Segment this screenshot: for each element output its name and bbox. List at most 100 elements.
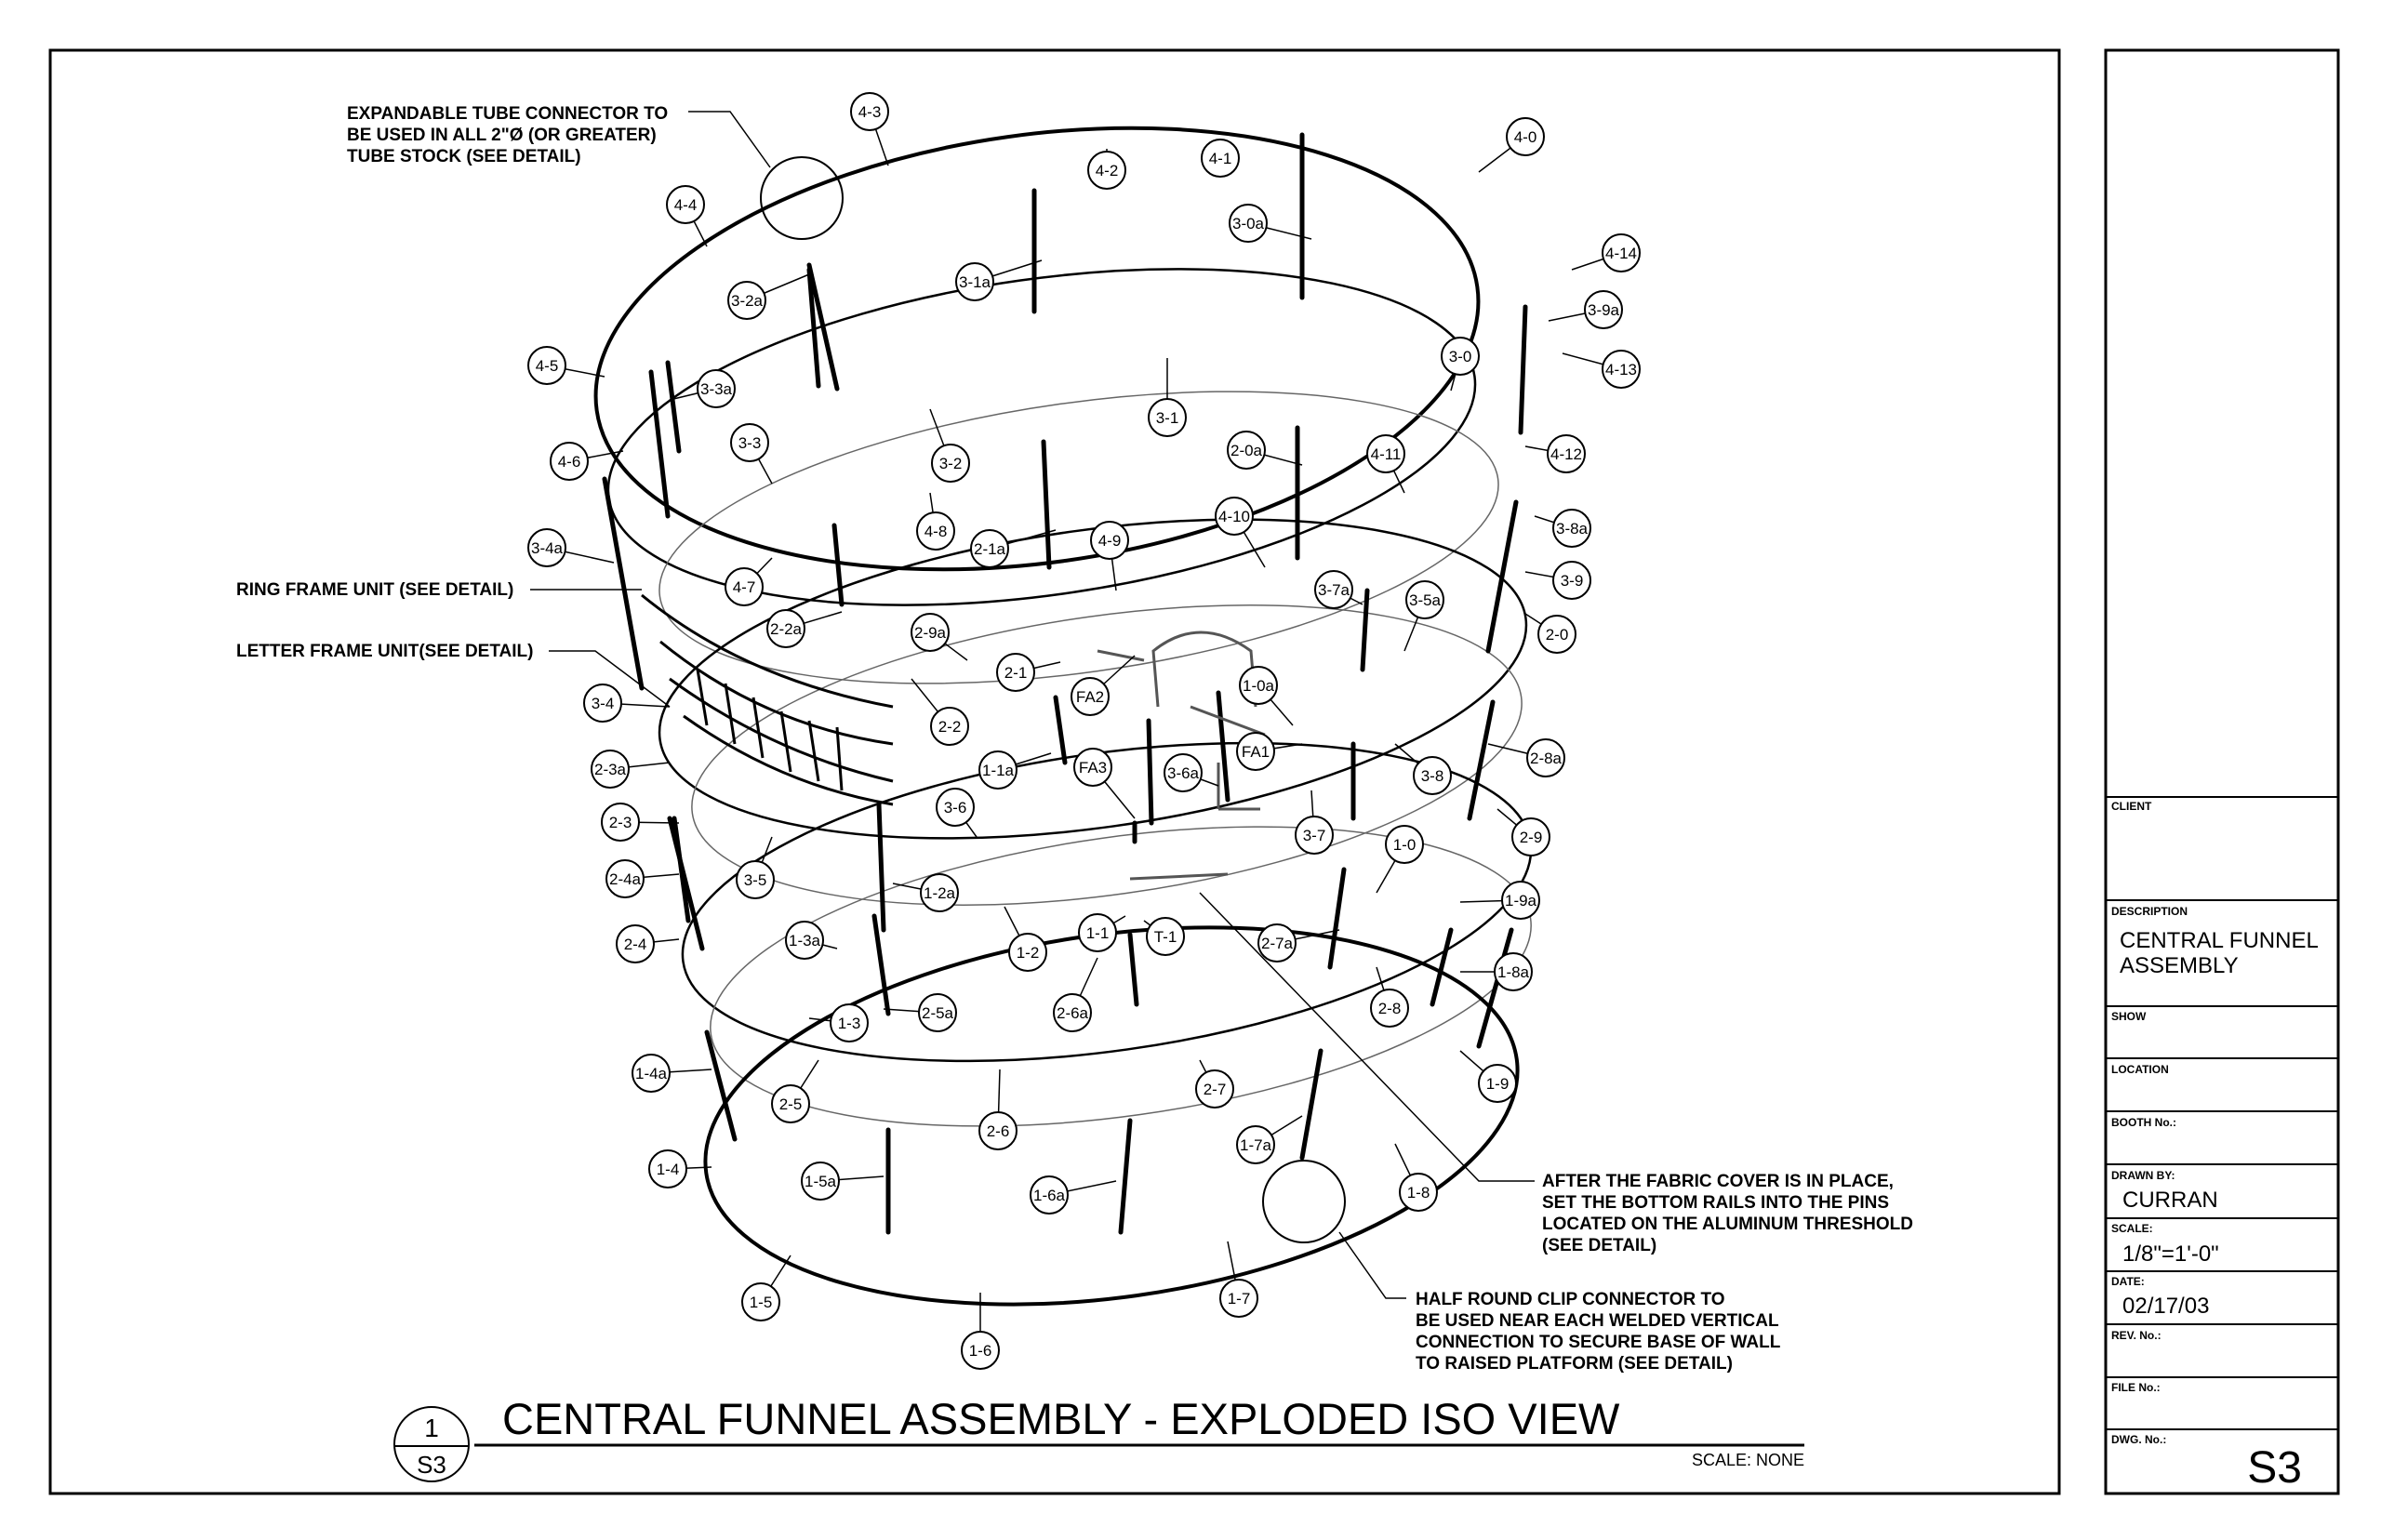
callout-label: 2-6a — [1057, 1004, 1089, 1022]
callout-bubble — [632, 1054, 671, 1093]
callout-bubble — [996, 653, 1035, 692]
callout-2-3: 2-3 — [601, 803, 680, 842]
tb-rev-label: REV. No.: — [2111, 1329, 2162, 1342]
callout-label: 1-9 — [1486, 1075, 1510, 1093]
callout-label: 2-8a — [1530, 750, 1563, 767]
callout-bubble — [1215, 497, 1254, 536]
callout-fa1: FA1 — [1236, 732, 1303, 771]
callout-bubble — [1494, 952, 1533, 991]
callout-label: 1-4a — [635, 1065, 668, 1082]
callout-bubble — [1236, 732, 1275, 771]
callout-label: 2-2 — [938, 718, 962, 736]
callout-fa2: FA2 — [1071, 655, 1136, 716]
callout-bubble — [725, 567, 764, 606]
callout-1-5: 1-5 — [741, 1255, 791, 1321]
callout-bubble — [1602, 350, 1641, 389]
callout-1-8: 1-8 — [1394, 1143, 1438, 1212]
callout-2-0: 2-0 — [1524, 613, 1576, 654]
callout-label: 2-7a — [1261, 935, 1294, 952]
callout-bubble — [1441, 337, 1480, 376]
callout-3-5a: 3-5a — [1403, 580, 1444, 652]
callout-1-4a: 1-4a — [632, 1054, 712, 1093]
callout-bubble — [1148, 398, 1187, 437]
callout-1-0a: 1-0a — [1239, 666, 1294, 726]
callout-bubble — [916, 511, 955, 551]
note-half-round-line-1: HALF ROUND CLIP CONNECTOR TO — [1416, 1290, 1725, 1309]
callout-1-9: 1-9 — [1459, 1050, 1517, 1103]
callout-3-4a: 3-4a — [527, 528, 615, 567]
callout-label: 3-0 — [1449, 348, 1472, 365]
note-letter-frame: LETTER FRAME UNIT(SEE DETAIL) — [236, 642, 533, 661]
callout-label: 3-6 — [944, 799, 967, 816]
callout-3-6a: 3-6a — [1164, 753, 1219, 792]
tb-date-label: DATE: — [2111, 1275, 2145, 1288]
callout-2-2: 2-2 — [911, 678, 969, 746]
callout-label: 3-3 — [738, 434, 762, 452]
callout-label: 3-5a — [1409, 591, 1442, 609]
callout-label: 3-7a — [1318, 581, 1350, 599]
callout-3-0a: 3-0a — [1229, 204, 1312, 243]
callout-label: 4-4 — [674, 196, 698, 214]
callout-bubble — [1501, 881, 1540, 920]
callout-label: 2-7 — [1204, 1081, 1227, 1098]
notes: EXPANDABLE TUBE CONNECTOR TO BE USED IN … — [236, 104, 1913, 1374]
callout-2-6a: 2-6a — [1053, 957, 1098, 1032]
callout-label: 4-14 — [1605, 245, 1637, 262]
callout-2-8a: 2-8a — [1487, 738, 1565, 777]
callout-bubble — [918, 993, 957, 1032]
callout-label: 2-9a — [914, 624, 947, 642]
callout-4-12: 4-12 — [1524, 434, 1586, 473]
callout-bubble — [931, 444, 970, 483]
callout-1-9a: 1-9a — [1459, 881, 1540, 920]
ring-4-top — [593, 126, 1481, 572]
callout-label: 2-8 — [1378, 1000, 1402, 1017]
callout-label: 1-7 — [1228, 1290, 1251, 1308]
callout-bubble — [666, 185, 705, 224]
callout-1-4: 1-4 — [648, 1149, 712, 1188]
callout-bubble — [1195, 1069, 1234, 1109]
half-round-clip-detail — [1262, 1160, 1346, 1243]
callout-bubble — [1229, 204, 1268, 243]
callout-bubble — [850, 92, 889, 131]
callout-3-3a: 3-3a — [669, 369, 736, 408]
callout-label: 1-1a — [982, 762, 1015, 779]
callout-bubble — [961, 1331, 1000, 1370]
callout-label: 2-2a — [770, 620, 803, 638]
callout-bubble — [1602, 233, 1641, 272]
note-fabric-line-4: (SEE DETAIL) — [1542, 1236, 1656, 1255]
callout-bubble — [970, 529, 1009, 568]
callout-label: 2-4 — [624, 936, 647, 953]
callout-1-6a: 1-6a — [1030, 1175, 1117, 1215]
callout-1-1a: 1-1a — [978, 750, 1052, 790]
callout-label: 1-4 — [657, 1161, 680, 1178]
callout-bubble — [1399, 1173, 1438, 1212]
callout-label: 3-1a — [959, 273, 991, 291]
ring-2-top — [691, 604, 1523, 906]
callout-4-1: 4-1 — [1201, 139, 1240, 178]
callout-label: 2-0 — [1546, 626, 1569, 644]
callout-label: 1-5a — [805, 1173, 837, 1190]
callout-label: FA2 — [1076, 688, 1104, 706]
callout-2-6: 2-6 — [978, 1069, 1018, 1150]
ring-4-bottom — [606, 268, 1477, 606]
callout-label: 3-8a — [1556, 520, 1589, 538]
callout-bubble — [1030, 1175, 1069, 1215]
callout-4-8: 4-8 — [916, 492, 955, 551]
callout-label: 1-2a — [924, 884, 956, 902]
funnel-geometry — [593, 126, 1533, 1307]
callout-label: 2-6 — [987, 1122, 1010, 1140]
callout-1-3a: 1-3a — [785, 921, 838, 960]
callout-label: 2-9 — [1520, 829, 1543, 846]
callout-bubble — [1239, 666, 1278, 705]
callout-label: 4-11 — [1371, 445, 1402, 463]
callout-3-2: 3-2 — [929, 408, 970, 483]
callout-label: 3-4a — [531, 539, 564, 557]
callout-bubble — [1478, 1064, 1517, 1103]
callout-label: 3-7 — [1303, 827, 1326, 844]
callout-bubble — [1385, 825, 1424, 864]
callout-bubble — [741, 1282, 780, 1321]
tb-booth-label: BOOTH No.: — [2111, 1116, 2176, 1129]
callout-label: 1-1 — [1086, 924, 1110, 942]
callout-bubble — [1073, 748, 1112, 787]
